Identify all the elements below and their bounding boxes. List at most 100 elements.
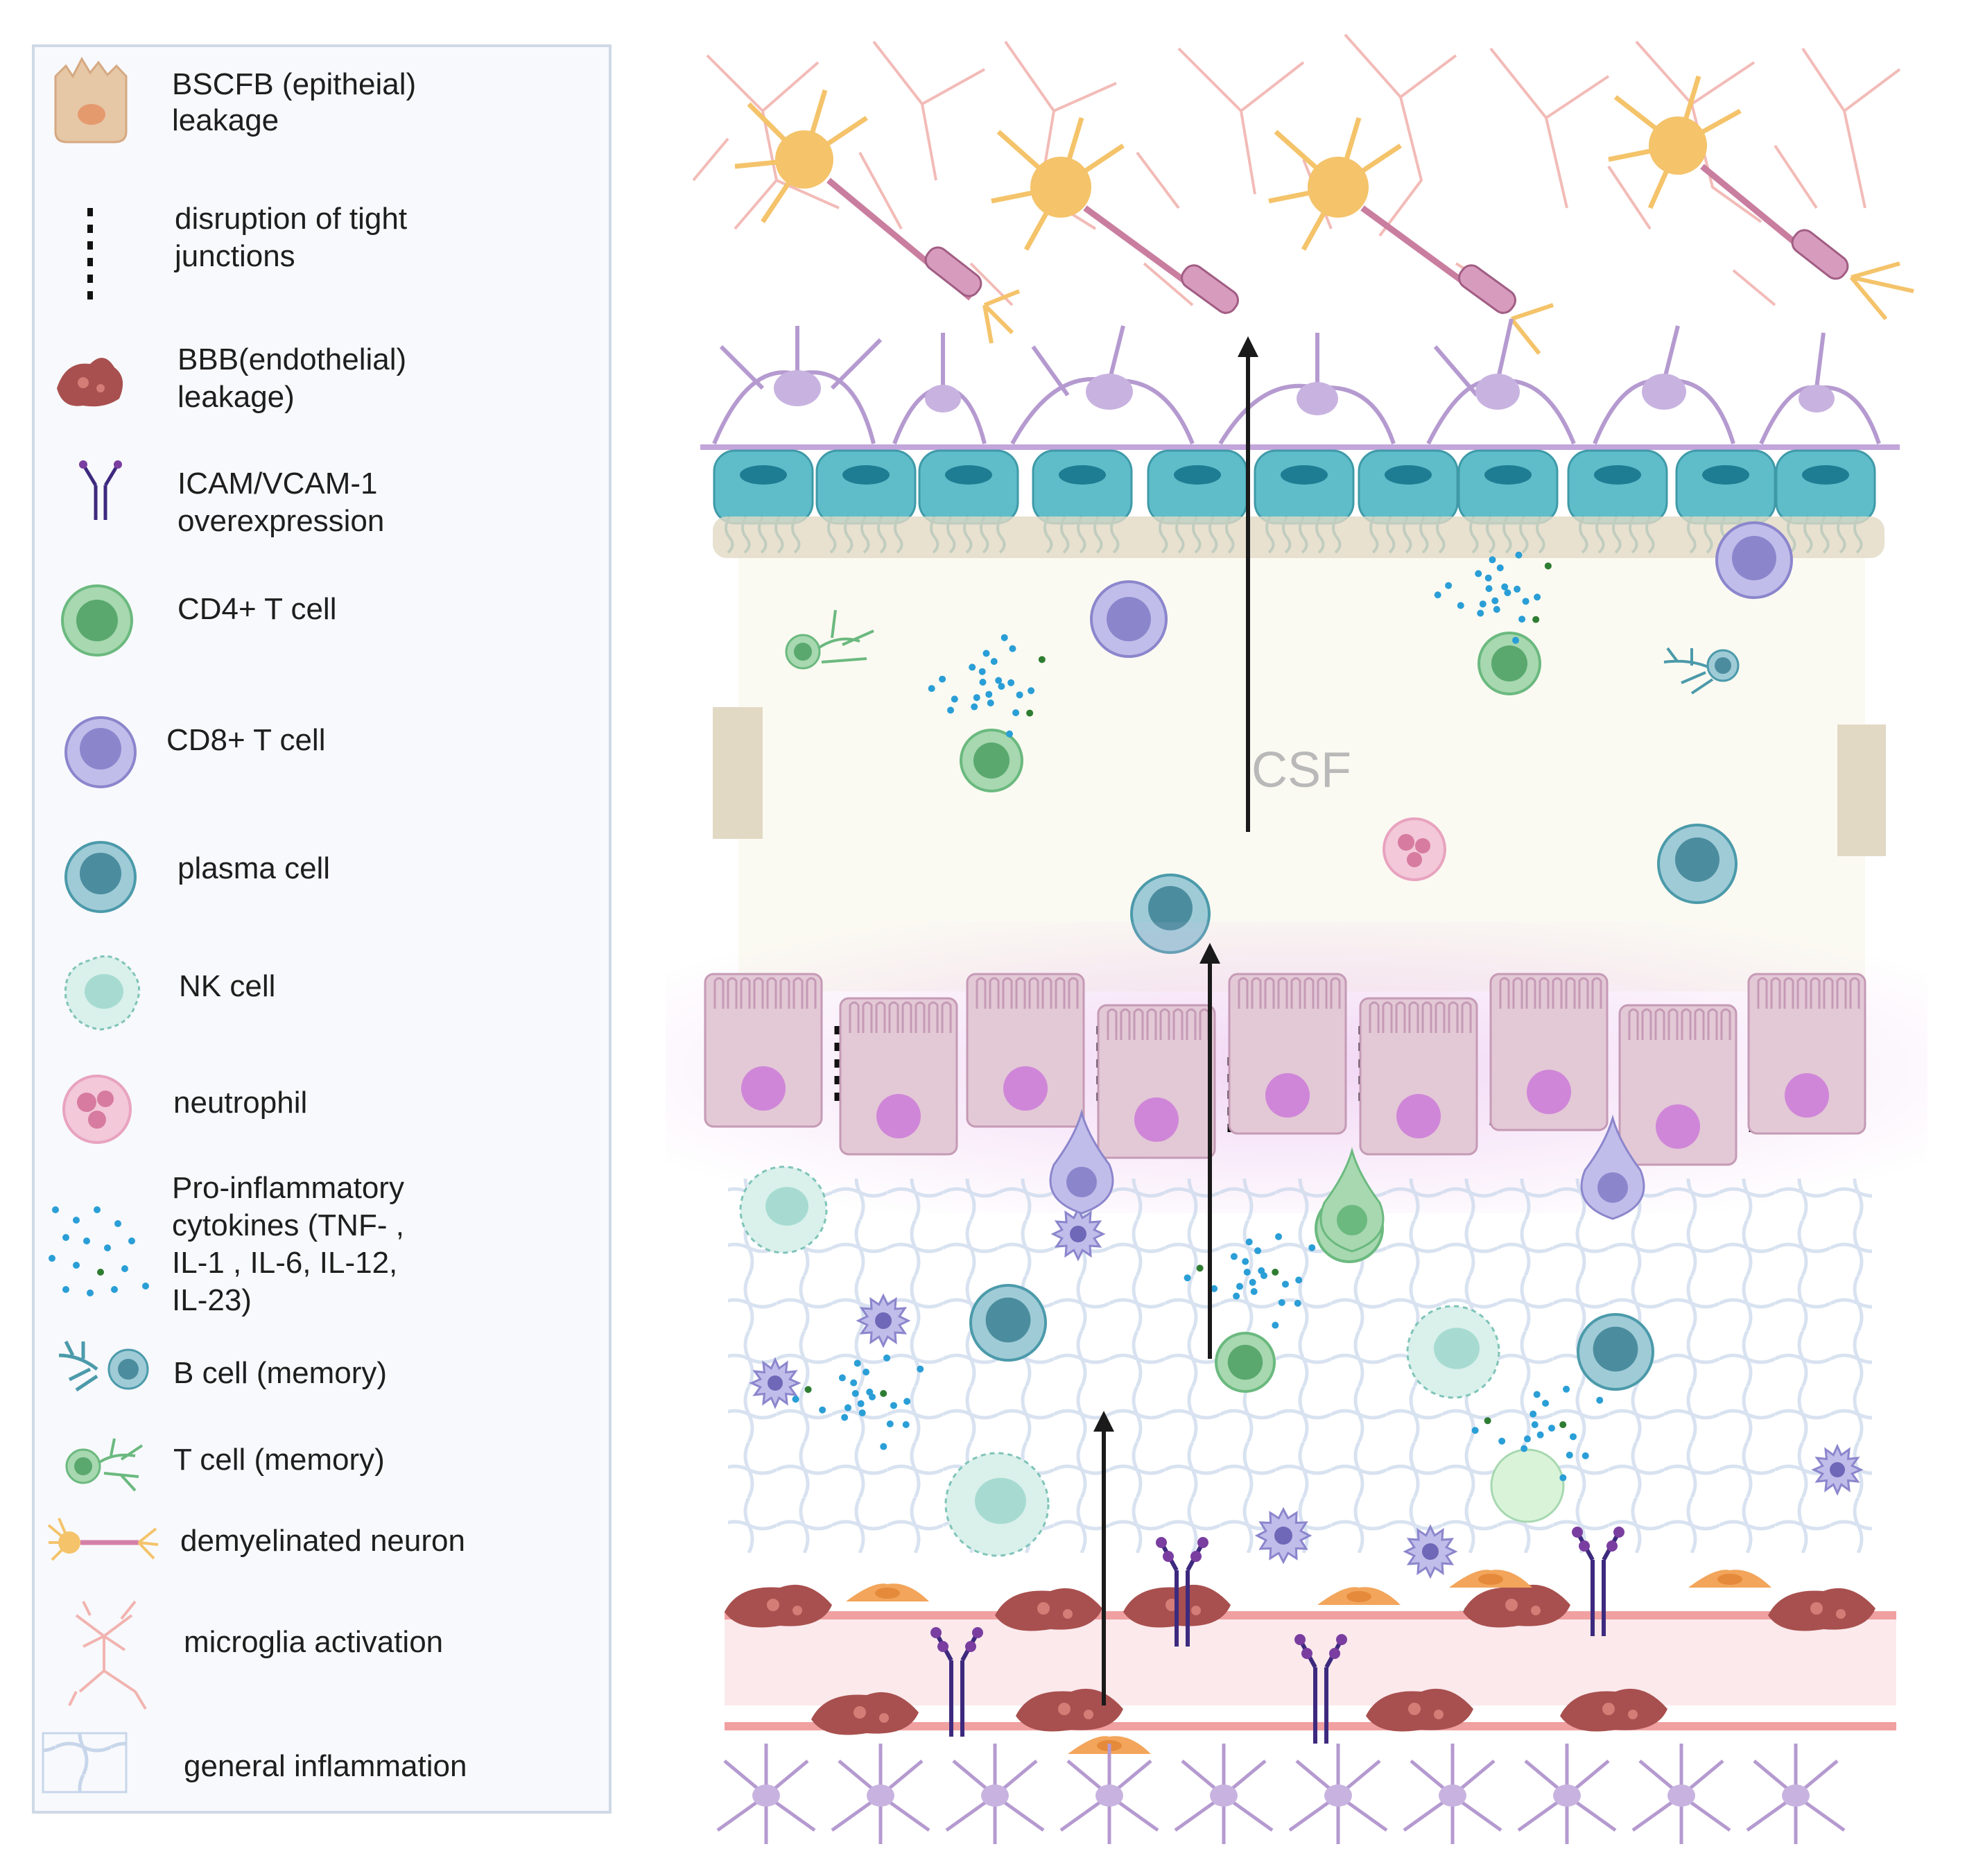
cytokine-dot	[1249, 1278, 1256, 1286]
cytokine-dot	[1569, 1433, 1577, 1441]
cytokine-dot	[890, 1402, 897, 1409]
legend-label-nk: NK cell	[179, 969, 275, 1003]
adhesion-molecule	[1156, 1537, 1208, 1647]
cytokine-dot	[1522, 598, 1530, 605]
cytokine-dot	[1563, 1385, 1570, 1393]
cytokine-dot	[1457, 602, 1464, 609]
leaky-endothelial-cell	[1366, 1688, 1473, 1732]
cytokine-dot	[1250, 1287, 1258, 1295]
leaky-endothelial-cell	[995, 1588, 1102, 1631]
cytokine-dot	[1504, 589, 1511, 596]
neuron-group	[734, 75, 1914, 355]
activated-cd8-t-cell	[1254, 1506, 1312, 1565]
csf-plasma-cell-2	[1657, 824, 1738, 904]
cytokine-dot	[880, 1443, 887, 1450]
ependymal-layer	[713, 449, 1876, 554]
cytokine-dot	[886, 1420, 894, 1427]
cytokine-dot	[973, 694, 980, 702]
bbb-cells	[725, 1527, 1896, 1754]
activated-cd8-t-cell	[1050, 1206, 1106, 1262]
cytokine-dot	[1489, 556, 1496, 564]
cytokine-dot	[1295, 1276, 1303, 1284]
plasma-cell-icon	[64, 841, 137, 913]
pericyte	[1317, 1587, 1401, 1605]
astrocyte	[945, 1744, 1045, 1844]
leaky-endothelial-cell	[1560, 1688, 1667, 1732]
legend-label-cd4: CD4+ T cell	[177, 592, 336, 626]
csf-label: CSF	[1251, 742, 1351, 798]
cytokine-dot	[1281, 1280, 1289, 1288]
cytokine-dot	[951, 695, 958, 703]
cytokine-dot	[1533, 1391, 1541, 1398]
legend-label-t-cell: T cell (memory)	[173, 1443, 385, 1477]
cytokine-dot	[990, 658, 998, 666]
transmigrating-cell	[1580, 1114, 1645, 1220]
cytokine-dot	[978, 668, 986, 675]
astrocyte	[716, 1744, 816, 1844]
activated-cd8-t-cell	[749, 1357, 801, 1409]
cytokine-dot	[1275, 1233, 1283, 1240]
cytokine-dot	[1544, 562, 1552, 570]
cytokine-dot	[1475, 570, 1482, 577]
cytokines-icon	[49, 1206, 149, 1296]
cytokine-dot	[1230, 1253, 1238, 1260]
cytokine-dot	[1520, 1445, 1528, 1452]
cytokine-dot	[1471, 1427, 1479, 1434]
cytokine-dot	[1026, 709, 1034, 717]
csf-space: CSF	[713, 516, 1886, 991]
general-inflammation-icon	[42, 1732, 128, 1794]
cytokine-dot	[902, 1421, 910, 1428]
csf-b-cell-memory	[1663, 647, 1740, 695]
ependymal-cell	[1675, 449, 1776, 554]
nk-cell-icon	[64, 955, 141, 1031]
legend-box	[32, 44, 612, 1814]
epithelial-cell	[1618, 1004, 1738, 1166]
cytokine-dot	[1236, 1283, 1243, 1290]
csf-cytokines-2	[1434, 551, 1552, 644]
csf-cd8-t-cell-1	[1090, 580, 1168, 658]
cytokine-dot	[1272, 1269, 1279, 1276]
legend-label-neuron: demyelinated neuron	[180, 1524, 465, 1558]
cytokine-cluster	[1490, 1448, 1565, 1523]
cytokine-dot	[883, 1354, 891, 1362]
cytokine-dot	[1532, 616, 1540, 623]
cytokine-dot	[1294, 1299, 1301, 1307]
cytokine-dot	[1484, 1417, 1491, 1425]
cytokine-dot	[1196, 1265, 1204, 1272]
cytokine-dot	[1496, 564, 1504, 572]
cytokine-dot	[1009, 645, 1016, 652]
astrocyte-bodies	[774, 370, 1835, 415]
cytokine-dot	[1501, 583, 1509, 591]
epithelial-cell	[966, 973, 1085, 1128]
microglia-network	[692, 33, 1901, 306]
cytokine-dot	[838, 1374, 846, 1382]
demyelinated-neuron-icon	[47, 1518, 159, 1561]
epithelial-cell	[1747, 973, 1866, 1135]
neuron-1	[734, 89, 1021, 344]
cytokine-dot	[1007, 679, 1015, 686]
adhesion-molecule	[930, 1627, 983, 1737]
cytokine-dot	[998, 683, 1005, 690]
cytokine-dot	[863, 1369, 870, 1376]
cytokine-dot	[1211, 1285, 1218, 1292]
cytokine-dot	[979, 679, 987, 686]
bscfb-icon	[54, 56, 128, 144]
legend-label-plasma: plasma cell	[177, 851, 330, 885]
cytokine-dot	[1548, 1425, 1555, 1432]
cytokine-dot	[1278, 1299, 1285, 1306]
leaky-endothelial-cell	[1463, 1584, 1570, 1628]
epithelial-cell	[1097, 1004, 1216, 1159]
nk-cell	[944, 1452, 1050, 1557]
activated-cd8-t-cell	[856, 1293, 911, 1348]
cytokine-dot	[1242, 1258, 1249, 1265]
cytokine-dot	[903, 1398, 911, 1405]
cytokine-dot	[1514, 585, 1521, 593]
cytokine-dot	[1038, 656, 1046, 663]
cytokine-dot	[1531, 1421, 1539, 1428]
cytokine-dot	[1445, 582, 1453, 589]
epithelial-cells	[704, 973, 1866, 1166]
legend-label-inflammation: general inflammation	[184, 1749, 467, 1783]
